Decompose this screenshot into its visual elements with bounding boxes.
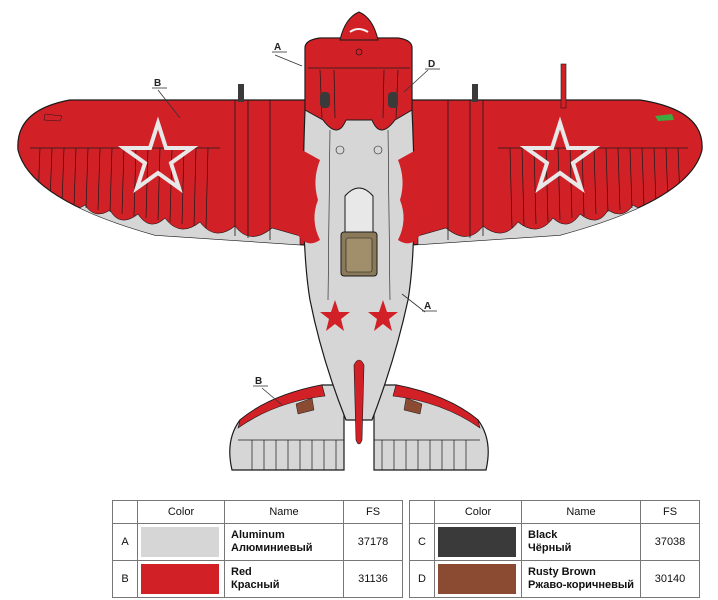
color-swatch	[141, 527, 219, 557]
color-name-ru: Красный	[231, 579, 280, 591]
color-swatch	[141, 564, 219, 594]
legend-letter: B	[112, 560, 138, 598]
wing-gun-left	[238, 84, 244, 102]
header-name: Name	[521, 500, 641, 524]
aircraft-top-view: A B D A B	[17, 11, 703, 471]
fs-code: 30140	[640, 560, 700, 598]
pitot-tube	[560, 63, 567, 109]
svg-text:B: B	[255, 376, 262, 387]
svg-text:D: D	[428, 59, 435, 70]
fs-code: 37178	[343, 523, 403, 561]
fuselage-star-left	[320, 300, 350, 331]
legend-letter: C	[409, 523, 435, 561]
wing-star-right	[519, 116, 601, 194]
callout-a-fuselage: A	[401, 293, 437, 313]
header-fs: FS	[343, 500, 403, 524]
fuselage	[293, 11, 425, 445]
callout-d-top: D	[403, 59, 440, 93]
exhaust-right	[388, 92, 398, 108]
color-swatch	[438, 564, 516, 594]
color-swatch	[438, 527, 516, 557]
callout-b-tail: B	[253, 376, 283, 406]
color-name-en: Red	[231, 566, 252, 578]
fs-code: 31136	[343, 560, 403, 598]
callout-b-wing: B	[152, 78, 181, 119]
color-name-ru: Ржаво-коричневый	[528, 579, 635, 591]
tail-trim-tab-right	[403, 397, 423, 415]
fs-code: 37038	[640, 523, 700, 561]
legend-letter: A	[112, 523, 138, 561]
exhaust-left	[320, 92, 330, 108]
nav-light-red	[43, 113, 63, 122]
wing-gun-right	[472, 84, 478, 102]
header-color: Color	[137, 500, 225, 524]
header-color: Color	[434, 500, 522, 524]
header-name: Name	[224, 500, 344, 524]
color-name-ru: Алюминиевый	[231, 542, 313, 554]
color-name-en: Aluminum	[231, 529, 285, 541]
svg-text:A: A	[424, 301, 431, 312]
spine-stripe	[353, 359, 365, 445]
color-name-en: Rusty Brown	[528, 566, 596, 578]
legend-letter: D	[409, 560, 435, 598]
legend-header-row: Color Name FS Color Name FS	[112, 500, 700, 524]
callout-a-top: A	[272, 42, 303, 67]
color-name-ru: Чёрный	[528, 542, 572, 554]
tail-trim-tab-left	[295, 397, 315, 415]
fuselage-star-right	[368, 300, 398, 331]
color-name-en: Black	[528, 529, 558, 541]
svg-text:A: A	[274, 42, 281, 53]
horizontal-stabilizer	[229, 384, 489, 471]
spinner	[339, 11, 379, 41]
svg-text:B: B	[154, 78, 161, 89]
header-fs: FS	[640, 500, 700, 524]
wing-star-left	[117, 116, 199, 194]
nav-light-green	[655, 114, 674, 121]
